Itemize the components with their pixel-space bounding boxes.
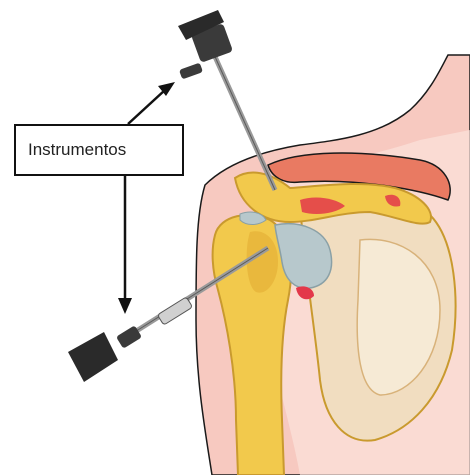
arrow-icon bbox=[118, 82, 175, 314]
arthroscope-icon bbox=[178, 10, 275, 190]
instruments-label-text: Instrumentos bbox=[28, 140, 126, 160]
instruments-label: Instrumentos bbox=[14, 124, 184, 176]
